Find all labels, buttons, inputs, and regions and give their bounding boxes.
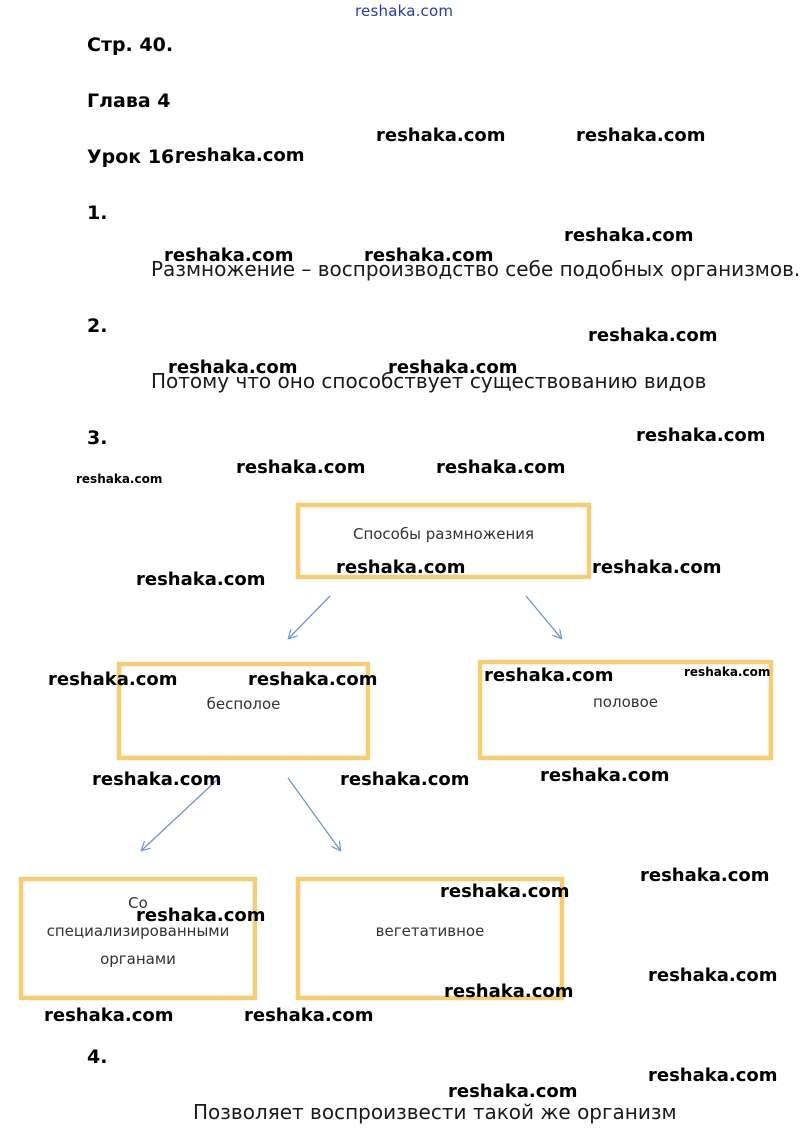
diagram-vegetative-label: вегетативное [375, 922, 485, 940]
watermark: reshaka.com [244, 1005, 374, 1026]
watermark: reshaka.com [388, 357, 518, 378]
watermark: reshaka.com [564, 225, 694, 246]
diagram-box-sexual: половое [478, 660, 773, 760]
watermark: reshaka.com [164, 245, 294, 266]
watermark: reshaka.com [636, 425, 766, 446]
arrow-asexual-to-specialized [142, 777, 220, 850]
watermark: reshaka.com [484, 665, 614, 686]
watermark: reshaka.com [588, 325, 718, 346]
watermark: reshaka.com [540, 765, 670, 786]
chapter-title: Глава 4 [87, 90, 171, 112]
lesson-title: Урок 16. [87, 146, 182, 168]
answer-1: Размножение – воспроизводство себе подоб… [151, 257, 801, 281]
question-number-3: 3. [87, 427, 108, 449]
watermark: reshaka.com [576, 125, 706, 146]
watermark: reshaka.com [440, 881, 570, 902]
diagram-box-root: Способы размножения [296, 503, 591, 579]
watermark: reshaka.com [236, 457, 366, 478]
watermark: reshaka.com [248, 669, 378, 690]
watermark: reshaka.com [336, 557, 466, 578]
diagram-box-vegetative: вегетативное [296, 877, 564, 1000]
diagram-specialized-line-3: органами [100, 950, 176, 968]
watermark: reshaka.com [444, 981, 574, 1002]
watermark: reshaka.com [92, 769, 222, 790]
watermark: reshaka.com [48, 669, 178, 690]
question-number-4: 4. [87, 1046, 108, 1068]
arrow-root-to-sexual [525, 595, 561, 638]
watermark: reshaka.com [136, 569, 266, 590]
diagram-root-label: Способы размножения [352, 525, 535, 543]
diagram-box-asexual: бесполое [117, 662, 370, 760]
diagram-specialized-line-1: Со [128, 894, 148, 912]
watermark: reshaka.com [175, 145, 305, 166]
site-header-link[interactable]: reshaka.com [355, 2, 454, 20]
watermark: reshaka.com [340, 769, 470, 790]
arrow-asexual-to-vegetative [287, 777, 340, 850]
watermark: reshaka.com [136, 905, 266, 926]
answer-4: Позволяет воспроизвести такой же организ… [193, 1100, 677, 1124]
arrow-root-to-asexual [289, 595, 331, 638]
watermark: reshaka.com [648, 965, 778, 986]
watermark: reshaka.com [448, 1081, 578, 1102]
diagram-box-specialized: Со специализированными органами [19, 877, 257, 1000]
watermark: reshaka.com [76, 472, 163, 486]
watermark: reshaka.com [640, 865, 770, 886]
watermark: reshaka.com [648, 1065, 778, 1086]
diagram-specialized-line-2: специализированными [46, 922, 230, 940]
question-number-2: 2. [87, 315, 108, 337]
diagram-asexual-label: бесполое [206, 695, 281, 713]
watermark: reshaka.com [44, 1005, 174, 1026]
watermark: reshaka.com [364, 245, 494, 266]
watermark: reshaka.com [684, 665, 771, 679]
diagram-sexual-label: половое [593, 693, 658, 711]
question-number-1: 1. [87, 202, 108, 224]
page-reference: Стр. 40. [87, 34, 174, 56]
watermark: reshaka.com [168, 357, 298, 378]
watermark: reshaka.com [592, 557, 722, 578]
watermark: reshaka.com [436, 457, 566, 478]
watermark: reshaka.com [376, 125, 506, 146]
answer-2: Потому что оно способствует существовани… [151, 369, 707, 393]
